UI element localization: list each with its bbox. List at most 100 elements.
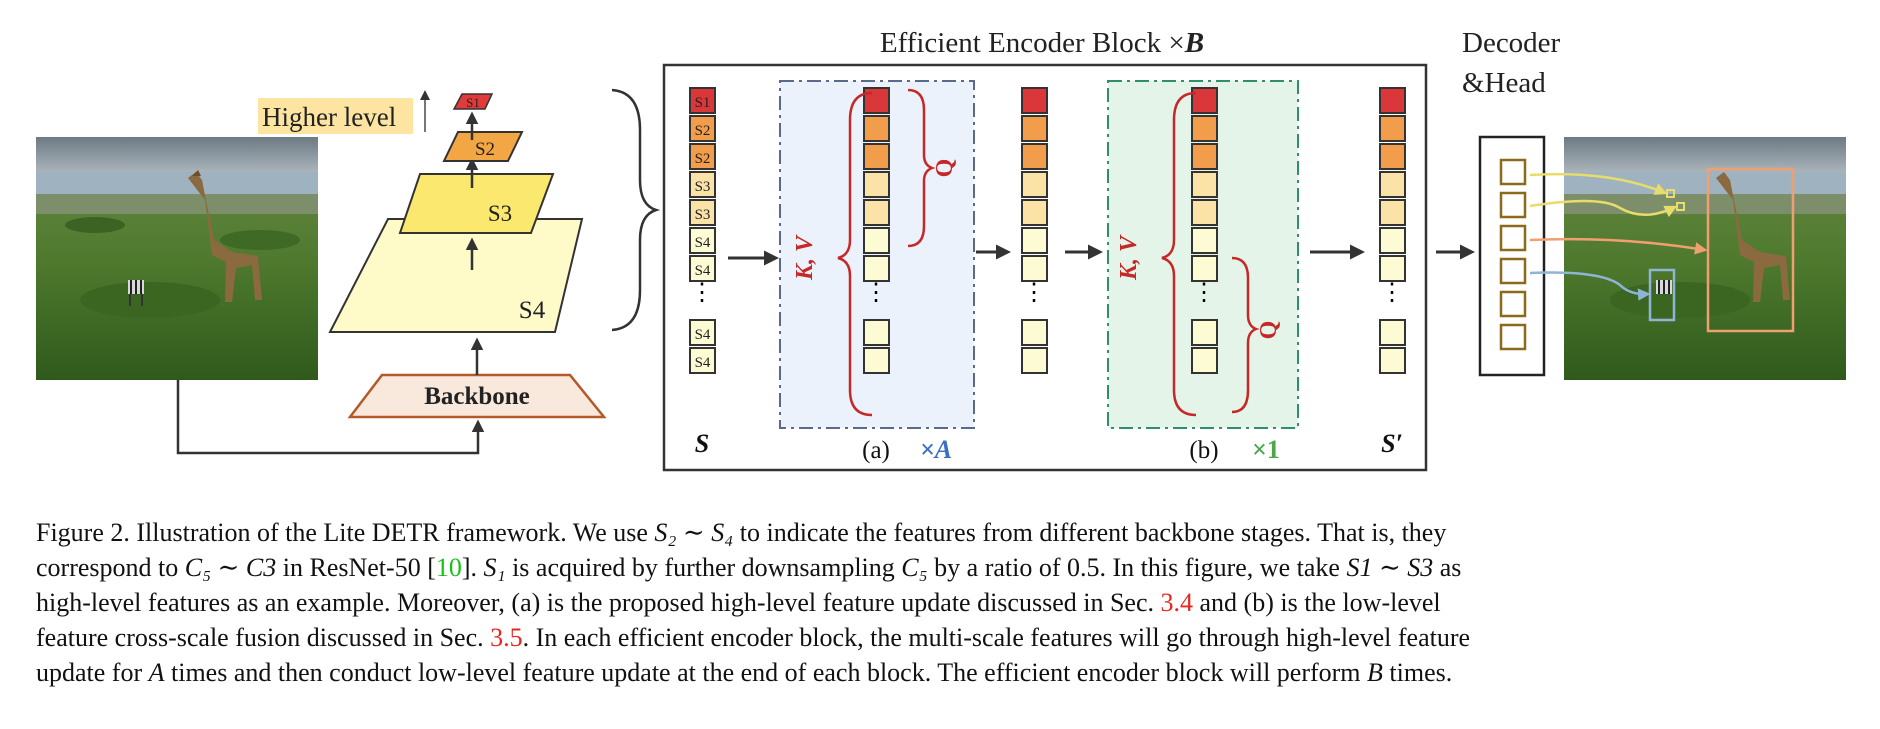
ellipsis-s: ⋮	[690, 280, 714, 306]
backbone-label: Backbone	[424, 383, 530, 410]
query-arrow-1	[1529, 172, 1668, 195]
s-token-label-0: S1	[695, 95, 711, 111]
panel-a-q-brace	[907, 88, 936, 248]
panel-b-multiplier: ×1	[1252, 435, 1280, 464]
token-sprime-5	[1379, 227, 1406, 254]
token-b-6	[1191, 255, 1218, 282]
query-arrow-3	[1529, 237, 1708, 255]
token-s-5	[689, 227, 716, 254]
panel-a-kv-brace	[837, 91, 873, 417]
token-s-9	[689, 347, 716, 374]
s-prime-symbol: S′	[1381, 429, 1403, 458]
token-s-1	[689, 115, 716, 142]
s-token-label-1: S2	[695, 123, 711, 139]
caption-line-4: feature cross-scale fusion discussed in …	[36, 623, 1471, 652]
higher-level-label: Higher level	[262, 102, 396, 132]
token-a-0	[863, 87, 890, 114]
token-sprime-8	[1379, 319, 1406, 346]
output-image-detections	[1564, 137, 1846, 380]
pyramid-brace	[611, 88, 661, 332]
token-mid-3	[1021, 171, 1048, 198]
token-b-9	[1191, 347, 1218, 374]
caption-line-5: update for A times and then conduct low-…	[36, 658, 1453, 687]
token-a-3	[863, 171, 890, 198]
panel-b-q-brace	[1231, 256, 1260, 414]
input-to-backbone-arrow	[176, 380, 485, 455]
token-sprime-3	[1379, 171, 1406, 198]
citation-10[interactable]: 10	[435, 553, 462, 582]
token-a-9	[863, 347, 890, 374]
encoder-block-frame	[662, 63, 1428, 472]
token-mid-6	[1021, 255, 1048, 282]
feature-pyramid: S4 S3 S2 S1	[328, 93, 584, 333]
s-token-label-9: S4	[695, 355, 711, 371]
token-sprime-1	[1379, 115, 1406, 142]
section-ref-3-5[interactable]: 3.5	[490, 623, 523, 652]
token-b-1	[1191, 115, 1218, 142]
encoder-title: Efficient Encoder Block ×B	[880, 27, 1204, 59]
s-token-label-6: S4	[695, 263, 711, 279]
s-token-label-5: S4	[695, 235, 711, 251]
s-token-label-8: S4	[695, 327, 711, 343]
token-a-2	[863, 143, 890, 170]
caption-line-2: correspond to C₅ ∼ C3 in ResNet-50 [10].…	[36, 553, 1462, 582]
decoder-query-1	[1499, 191, 1527, 219]
pyramid-s4-label: S4	[519, 297, 546, 324]
token-mid-8	[1021, 319, 1048, 346]
caption-line-1: Figure 2. Illustration of the Lite DETR …	[36, 518, 1447, 547]
query-arrow-4	[1529, 271, 1651, 301]
panel-b-kv-brace	[1161, 91, 1197, 417]
panel-a-label: (a)	[862, 437, 890, 464]
token-s-6	[689, 255, 716, 282]
ellipsis-b: ⋮	[1192, 280, 1216, 306]
token-b-2	[1191, 143, 1218, 170]
token-s-2	[689, 143, 716, 170]
decoder-query-3	[1499, 257, 1527, 285]
token-s-3	[689, 171, 716, 198]
token-b-5	[1191, 227, 1218, 254]
s-token-label-3: S3	[695, 179, 711, 195]
token-sprime-6	[1379, 255, 1406, 282]
s-symbol: S	[695, 429, 709, 458]
decoder-title-line2: &Head	[1462, 67, 1546, 99]
token-mid-5	[1021, 227, 1048, 254]
panel-b-label: (b)	[1189, 437, 1218, 464]
input-image-giraffe-zebra	[36, 137, 318, 380]
token-s-4	[689, 199, 716, 226]
token-sprime-9	[1379, 347, 1406, 374]
pyramid-s1-label: S1	[466, 95, 480, 110]
decoder-query-5	[1499, 323, 1527, 351]
panel-a-multiplier: ×A	[920, 435, 952, 464]
pyramid-s3-label: S3	[488, 201, 512, 226]
token-a-6	[863, 255, 890, 282]
token-a-1	[863, 115, 890, 142]
panel-a-q-label: Q	[932, 159, 958, 178]
higher-level-highlight	[258, 98, 413, 134]
s-token-label-2: S2	[695, 151, 711, 167]
decoder-title-line1: Decoder	[1462, 27, 1561, 59]
figure-caption: Figure 2. Illustration of the Lite DETR …	[36, 515, 1846, 690]
token-a-5	[863, 227, 890, 254]
token-sprime-4	[1379, 199, 1406, 226]
panel-a-kv-label: K, V	[792, 234, 818, 281]
section-ref-3-4[interactable]: 3.4	[1160, 588, 1194, 617]
feature-token-columns: ⋮⋮⋮⋮⋮	[689, 87, 1406, 374]
decoder-query-2	[1499, 224, 1527, 252]
token-mid-4	[1021, 199, 1048, 226]
token-s-0	[689, 87, 716, 114]
ellipsis-sprime: ⋮	[1380, 280, 1404, 306]
ellipsis-mid: ⋮	[1022, 280, 1046, 306]
token-b-8	[1191, 319, 1218, 346]
decoder-queries	[1499, 158, 1527, 351]
token-sprime-2	[1379, 143, 1406, 170]
panel-b-q-label: Q	[1256, 321, 1282, 340]
token-a-8	[863, 319, 890, 346]
query-arrow-2	[1529, 199, 1678, 218]
token-sprime-0	[1379, 87, 1406, 114]
token-mid-9	[1021, 347, 1048, 374]
token-b-0	[1191, 87, 1218, 114]
token-a-4	[863, 199, 890, 226]
decoder-query-0	[1499, 158, 1527, 186]
token-mid-2	[1021, 143, 1048, 170]
